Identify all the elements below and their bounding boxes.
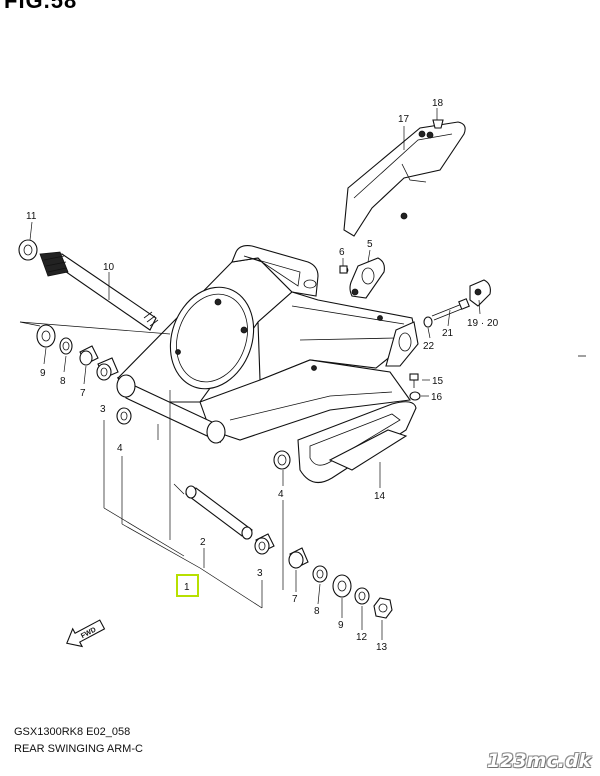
sheet-name: REAR SWINGING ARM-C (14, 743, 143, 755)
fwd-label: FWD (80, 627, 97, 641)
bolt-part-18[interactable] (418, 119, 444, 138)
highlight-box-part-1 (176, 574, 199, 597)
callout-5: 5 (367, 239, 373, 250)
callout-7-right: 7 (292, 594, 298, 605)
callout-1: 1 (184, 582, 190, 593)
callout-12: 12 (356, 632, 368, 643)
bearing-part-4-right[interactable] (273, 450, 291, 470)
callout-21: 21 (442, 328, 454, 339)
callout-4-left: 4 (117, 443, 123, 454)
pivot-shaft-part-10[interactable] (39, 251, 159, 331)
callout-16: 16 (431, 392, 443, 403)
collar-part-7-left[interactable] (79, 345, 99, 366)
callout-labels: 18 17 11 10 6 5 21 19 · 20 22 9 8 7 3 4 … (26, 98, 499, 653)
seal-part-9-right[interactable] (332, 574, 352, 598)
callout-3-left: 3 (100, 404, 106, 415)
callout-7-left: 7 (80, 388, 86, 399)
callout-3-right: 3 (257, 568, 263, 579)
chain-guard-part-17[interactable] (343, 121, 466, 237)
washer-part-22[interactable] (423, 316, 433, 328)
bearing-part-4-left[interactable] (116, 407, 132, 425)
bolt-part-21[interactable] (431, 298, 470, 321)
callout-19-20: 19 · 20 (467, 318, 499, 329)
bearing-part-3-left[interactable] (96, 357, 119, 381)
bolt-part-15[interactable] (409, 373, 419, 388)
fwd-arrow-icon: FWD (66, 619, 106, 648)
leader-lines (19, 108, 481, 640)
collar-part-7-right[interactable] (288, 547, 309, 569)
callout-8-left: 8 (60, 376, 66, 387)
swing-arm-body[interactable] (116, 245, 419, 444)
nut-part-16[interactable] (409, 391, 421, 401)
washer-part-8-left[interactable] (59, 337, 73, 355)
bracket-part-19-20[interactable] (469, 279, 491, 307)
callout-18: 18 (432, 98, 444, 109)
callout-6: 6 (339, 247, 345, 258)
washer-part-8-right[interactable] (312, 565, 328, 583)
callout-10: 10 (103, 262, 115, 273)
watermark-logo: 123mc.dk (487, 750, 592, 772)
callout-22: 22 (423, 341, 435, 352)
nut-part-11[interactable] (18, 239, 38, 261)
callout-14: 14 (374, 491, 386, 502)
callout-8-right: 8 (314, 606, 320, 617)
model-code: GSX1300RK8 E02_058 (14, 726, 131, 738)
seal-part-9-left[interactable] (36, 324, 56, 348)
chain-case-part-14[interactable] (297, 401, 417, 484)
callout-9-right: 9 (338, 620, 344, 631)
callout-4-right: 4 (278, 489, 284, 500)
nut-part-13[interactable] (373, 597, 393, 619)
callout-15: 15 (432, 376, 444, 387)
bearing-part-3-right[interactable] (254, 533, 275, 555)
figure-title: FIG.58 (4, 0, 78, 13)
callout-9-left: 9 (40, 368, 46, 379)
spacer-part-2[interactable] (185, 485, 253, 540)
washer-part-12[interactable] (354, 587, 370, 605)
callout-11: 11 (26, 211, 37, 222)
callout-13: 13 (376, 642, 388, 653)
bolt-part-6[interactable] (339, 265, 348, 274)
callout-17: 17 (398, 114, 410, 125)
callout-2: 2 (200, 537, 206, 548)
bracket-part-5[interactable] (341, 257, 385, 299)
